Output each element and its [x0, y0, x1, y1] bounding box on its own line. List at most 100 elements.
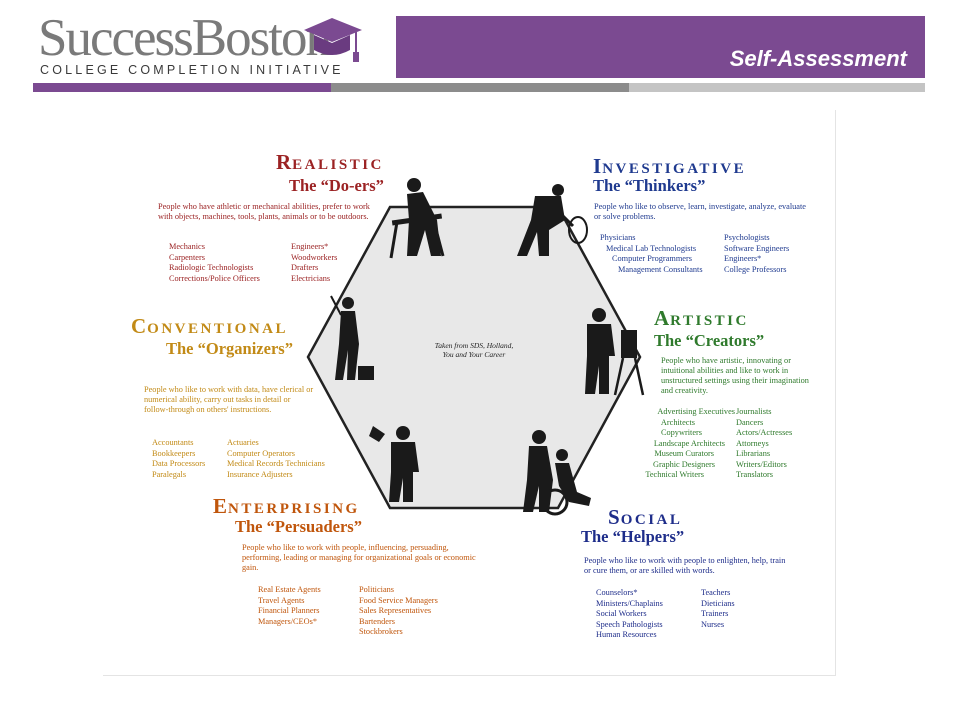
investigative-jobs-col2: Psychologists Software Engineers Enginee…: [724, 233, 789, 275]
job-item: Technical Writers: [645, 470, 704, 479]
job-item: Translators: [736, 470, 774, 479]
stripe-gray: [331, 83, 629, 92]
job-item: Real Estate Agents: [258, 585, 321, 594]
investigative-subtitle: The “Thinkers”: [593, 176, 706, 195]
job-item: Bartenders: [359, 616, 395, 626]
job-item: Insurance Adjusters: [227, 469, 293, 479]
job-item: Travel Agents: [258, 595, 305, 605]
job-item: Psychologists: [724, 233, 770, 242]
job-item: Bookkeepers: [152, 448, 196, 458]
enterprising-speaker-icon: [369, 426, 419, 502]
job-item: Writers/Editors: [736, 459, 787, 469]
social-jobs-col1: Counselors* Ministers/Chaplains Social W…: [596, 588, 663, 641]
artistic-heading: ARTISTIC: [654, 306, 749, 331]
job-item: Copywriters: [660, 428, 702, 437]
center-note-line-2: You and Your Career: [442, 350, 506, 359]
enterprising-jobs-col1: Real Estate Agents Travel Agents Financi…: [258, 585, 321, 627]
artistic-jobs-col1: Advertising Executives Architects Copywr…: [608, 407, 735, 481]
realistic-heading-initial: R: [276, 150, 293, 174]
job-item: Teachers: [701, 588, 731, 597]
job-item: Engineers*: [724, 254, 762, 263]
job-item: Physicians: [600, 233, 636, 242]
hexagon-diagram: [306, 178, 645, 516]
job-item: Woodworkers: [291, 252, 338, 262]
stripe-light-gray: [629, 83, 925, 92]
stripe-purple: [33, 83, 331, 92]
conventional-subtitle: The “Organizers”: [166, 339, 293, 358]
job-item: Politicians: [359, 585, 395, 594]
job-item: Dieticians: [701, 598, 735, 608]
job-item: Medical Records Technicians: [227, 459, 325, 468]
realistic-worker-icon: [389, 178, 445, 259]
investigative-heading-initial: I: [593, 154, 603, 178]
job-item: Librarians: [736, 449, 771, 458]
job-item: Speech Pathologists: [596, 619, 663, 629]
job-item: Mechanics: [169, 242, 205, 251]
social-helper-icon: [523, 430, 591, 516]
job-item: Actors/Actresses: [736, 428, 793, 437]
investigative-jobs-col1: Physicians Medical Lab Technologists Com…: [600, 233, 703, 275]
job-item: Attorneys: [736, 438, 769, 448]
artistic-heading-rest: RTISTIC: [670, 313, 749, 329]
job-item: Management Consultants: [618, 264, 703, 274]
enterprising-heading-initial: E: [213, 494, 229, 518]
artistic-description: People who have artistic, innovating or …: [661, 356, 809, 395]
job-item: Radiologic Technologists: [169, 263, 254, 272]
job-item: Landscape Architects: [653, 438, 725, 448]
conventional-organizer-icon: [330, 295, 374, 380]
holland-code-figure: Taken from SDS, Holland, You and Your Ca…: [103, 110, 836, 676]
job-item: Journalists: [736, 407, 772, 416]
social-subtitle: The “Helpers”: [581, 527, 685, 546]
job-item: Counselors*: [596, 588, 638, 597]
job-item: Engineers*: [291, 242, 329, 251]
artistic-subtitle: The “Creators”: [654, 331, 765, 350]
job-item: Museum Curators: [654, 449, 714, 458]
realistic-description: People who have athletic or mechanical a…: [158, 202, 370, 221]
artistic-jobs-col2: Journalists Dancers Actors/Actresses Att…: [736, 407, 792, 481]
conventional-heading: CONVENTIONAL: [131, 314, 288, 339]
job-item: Dancers: [736, 417, 764, 427]
job-item: Carpenters: [169, 252, 205, 262]
job-item: Medical Lab Technologists: [606, 243, 697, 253]
job-item: Stockbrokers: [359, 627, 403, 636]
artistic-painter-icon: [585, 308, 645, 396]
enterprising-jobs-col2: Politicians Food Service Managers Sales …: [359, 585, 438, 638]
logo-title: SuccessBoston: [38, 9, 332, 67]
job-item: Computer Programmers: [612, 254, 692, 263]
slide-title: Self-Assessment: [729, 46, 907, 71]
conventional-heading-rest: ONVENTIONAL: [147, 321, 289, 337]
job-item: Software Engineers: [724, 243, 790, 253]
center-note-line-1: Taken from SDS, Holland,: [434, 341, 514, 350]
job-item: Managers/CEOs*: [258, 616, 317, 626]
job-item: Corrections/Police Officers: [169, 273, 260, 283]
conventional-jobs-col2: Actuaries Computer Operators Medical Rec…: [227, 438, 325, 480]
realistic-jobs-col2: Engineers* Woodworkers Drafters Electric…: [291, 242, 337, 284]
job-item: Data Processors: [152, 459, 206, 468]
investigative-scientist-icon: [517, 184, 588, 256]
job-item: Paralegals: [152, 469, 187, 479]
enterprising-heading: ENTERPRISING: [213, 494, 360, 519]
job-item: Ministers/Chaplains: [596, 598, 663, 608]
job-item: Sales Representatives: [359, 606, 432, 615]
logo-subtitle: COLLEGE COMPLETION INITIATIVE: [40, 63, 344, 77]
job-item: Financial Planners: [258, 606, 320, 615]
investigative-heading: INVESTIGATIVE: [593, 154, 746, 179]
job-item: Trainers: [701, 609, 729, 618]
investigative-heading-rest: NVESTIGATIVE: [602, 161, 747, 177]
job-item: Accountants: [152, 438, 194, 447]
realistic-subtitle: The “Do-ers”: [289, 176, 384, 195]
realistic-heading-rest: EALISTIC: [292, 157, 384, 173]
graduation-cap-icon: [304, 18, 362, 62]
job-item: Human Resources: [596, 630, 657, 639]
job-item: Drafters: [291, 263, 319, 272]
artistic-heading-initial: A: [654, 306, 671, 330]
job-item: Advertising Executives: [657, 407, 735, 416]
social-heading: SOCIAL: [608, 505, 682, 530]
job-item: Graphic Designers: [653, 459, 715, 469]
conventional-description: People who like to work with data, have …: [144, 385, 314, 414]
enterprising-heading-rest: NTERPRISING: [228, 501, 360, 517]
enterprising-description: People who like to work with people, inf…: [242, 543, 476, 572]
conventional-jobs-col1: Accountants Bookkeepers Data Processors …: [152, 438, 205, 480]
job-item: College Professors: [724, 264, 787, 274]
investigative-description: People who like to observe, learn, inves…: [594, 202, 806, 221]
